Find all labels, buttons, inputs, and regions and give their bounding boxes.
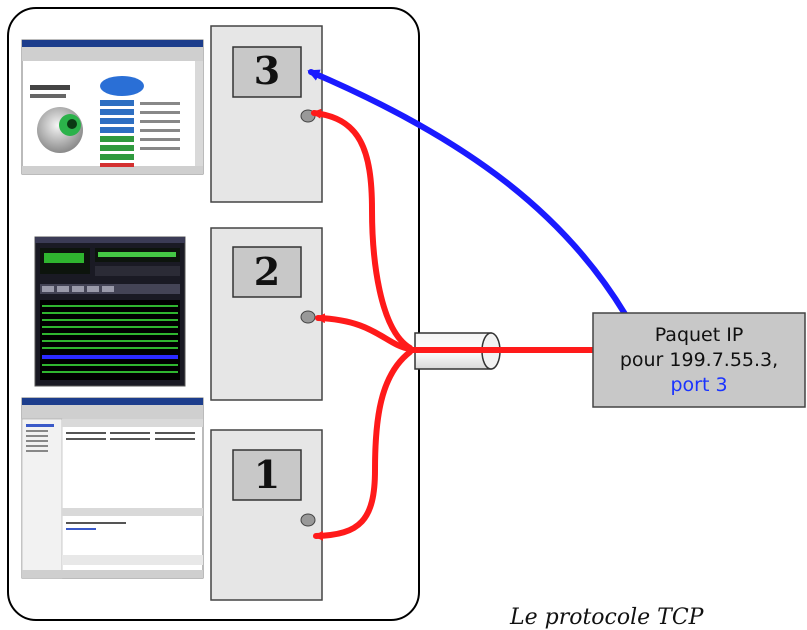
- media-player-thumbnail: [34, 236, 186, 387]
- red-arrows: [311, 108, 596, 541]
- packet-label: Paquet IP pour 199.7.55.3, port 3: [593, 313, 805, 407]
- red-arrow-to-door-2: [315, 313, 413, 352]
- door-3: [210, 25, 323, 203]
- packet-line-2: pour 199.7.55.3,: [619, 348, 779, 371]
- packet-box: [592, 312, 806, 408]
- door-2: [210, 227, 323, 401]
- door-number-3: 3: [254, 48, 280, 93]
- door-knob-icon: [300, 513, 316, 527]
- red-arrow-to-door-1: [313, 349, 413, 541]
- packet-line-1: Paquet IP: [654, 323, 744, 346]
- blue-arrow-to-door-3: [307, 69, 628, 317]
- door-number-2: 2: [254, 249, 280, 294]
- door-1: [210, 429, 323, 601]
- packet-port: port 3: [670, 373, 728, 396]
- red-arrow-to-door-3: [311, 108, 413, 351]
- footer-caption: Le protocole TCP: [510, 605, 704, 630]
- file-manager-thumbnail: [21, 397, 204, 579]
- door-number-1: 1: [254, 452, 280, 497]
- door-knob-icon: [300, 310, 316, 324]
- browser-window-thumbnail: [21, 39, 204, 175]
